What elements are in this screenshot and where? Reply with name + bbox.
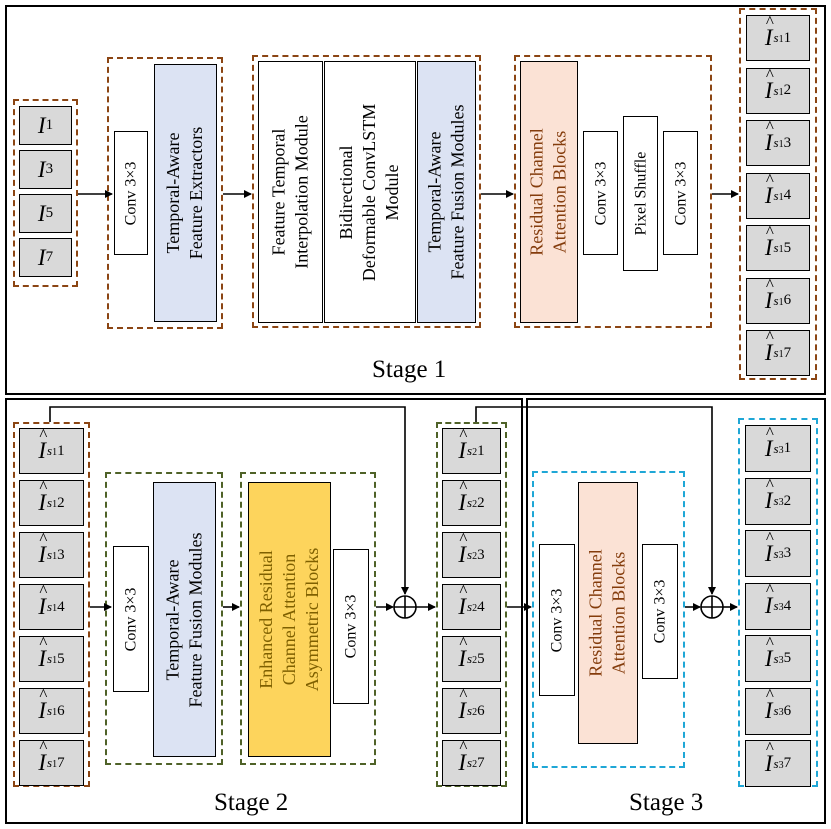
stage1-taff-label: Temporal-Aware Feature Fusion Modules (424, 104, 468, 280)
stage3-conv-a: Conv 3×3 (539, 544, 575, 696)
stage1-output-group (739, 8, 817, 380)
stage1-bdcl-label: Bidirectional Deformable ConvLSTM Module (336, 103, 403, 281)
stage1-frame (5, 5, 826, 395)
stage1-pixel-shuffle: Pixel Shuffle (623, 116, 658, 271)
stage3-rcab: Residual Channel Attention Blocks (578, 482, 638, 744)
stage1-ftim-label: Feature Temporal Interpolation Module (268, 115, 312, 269)
stage2-frame (5, 398, 523, 824)
stage2-ercaab-label: Enhanced Residual Channel Attention Asym… (256, 547, 323, 692)
stage3-label: Stage 3 (629, 789, 704, 816)
stage2-conv-b: Conv 3×3 (333, 549, 369, 704)
stage1-rcab: Residual Channel Attention Blocks (520, 61, 578, 323)
stage2-taff: Temporal-Aware Feature Fusion Modules (153, 482, 216, 757)
stage1-conv-b-label: Conv 3×3 (592, 161, 610, 225)
stage2-ercaab: Enhanced Residual Channel Attention Asym… (248, 482, 331, 757)
stage1-pixel-shuffle-label: Pixel Shuffle (632, 151, 650, 236)
stage1-tafe: Temporal-Aware Feature Extractors (154, 64, 217, 322)
stage1-ftim: Feature Temporal Interpolation Module (258, 61, 323, 323)
stage1-taff: Temporal-Aware Feature Fusion Modules (417, 61, 476, 323)
stage2-taff-label: Temporal-Aware Feature Fusion Modules (162, 532, 206, 707)
stage1-reconstruction-group (514, 55, 712, 328)
stage1-bdcl: Bidirectional Deformable ConvLSTM Module (324, 61, 416, 323)
stage3-frame (526, 398, 826, 824)
input-frames-group (13, 99, 78, 287)
stage2-label: Stage 2 (214, 789, 289, 816)
stage1-fusion-group (252, 55, 481, 328)
stage3-conv-b: Conv 3×3 (642, 544, 678, 679)
stage1-rcab-label: Residual Channel Attention Blocks (527, 128, 571, 256)
stage3-conv-b-label: Conv 3×3 (651, 579, 669, 644)
stage3-conv-a-label: Conv 3×3 (548, 588, 566, 652)
stage1-conv-c: Conv 3×3 (663, 131, 698, 255)
stage1-tafe-label: Temporal-Aware Feature Extractors (163, 126, 207, 260)
stage1-conv-b: Conv 3×3 (583, 131, 618, 255)
stage3-rcab-label: Residual Channel Attention Blocks (586, 549, 630, 677)
stage1-conv-c-label: Conv 3×3 (672, 161, 690, 225)
stage2-conv-b-label: Conv 3×3 (342, 594, 360, 659)
stage1-conv-a-label: Conv 3×3 (122, 161, 140, 225)
stage2-conv-a-label: Conv 3×3 (122, 587, 140, 651)
stage2-output-group (436, 422, 507, 787)
stage2-conv-a: Conv 3×3 (113, 546, 149, 692)
stage1-conv-a: Conv 3×3 (114, 131, 148, 255)
stage1-label: Stage 1 (372, 356, 447, 383)
